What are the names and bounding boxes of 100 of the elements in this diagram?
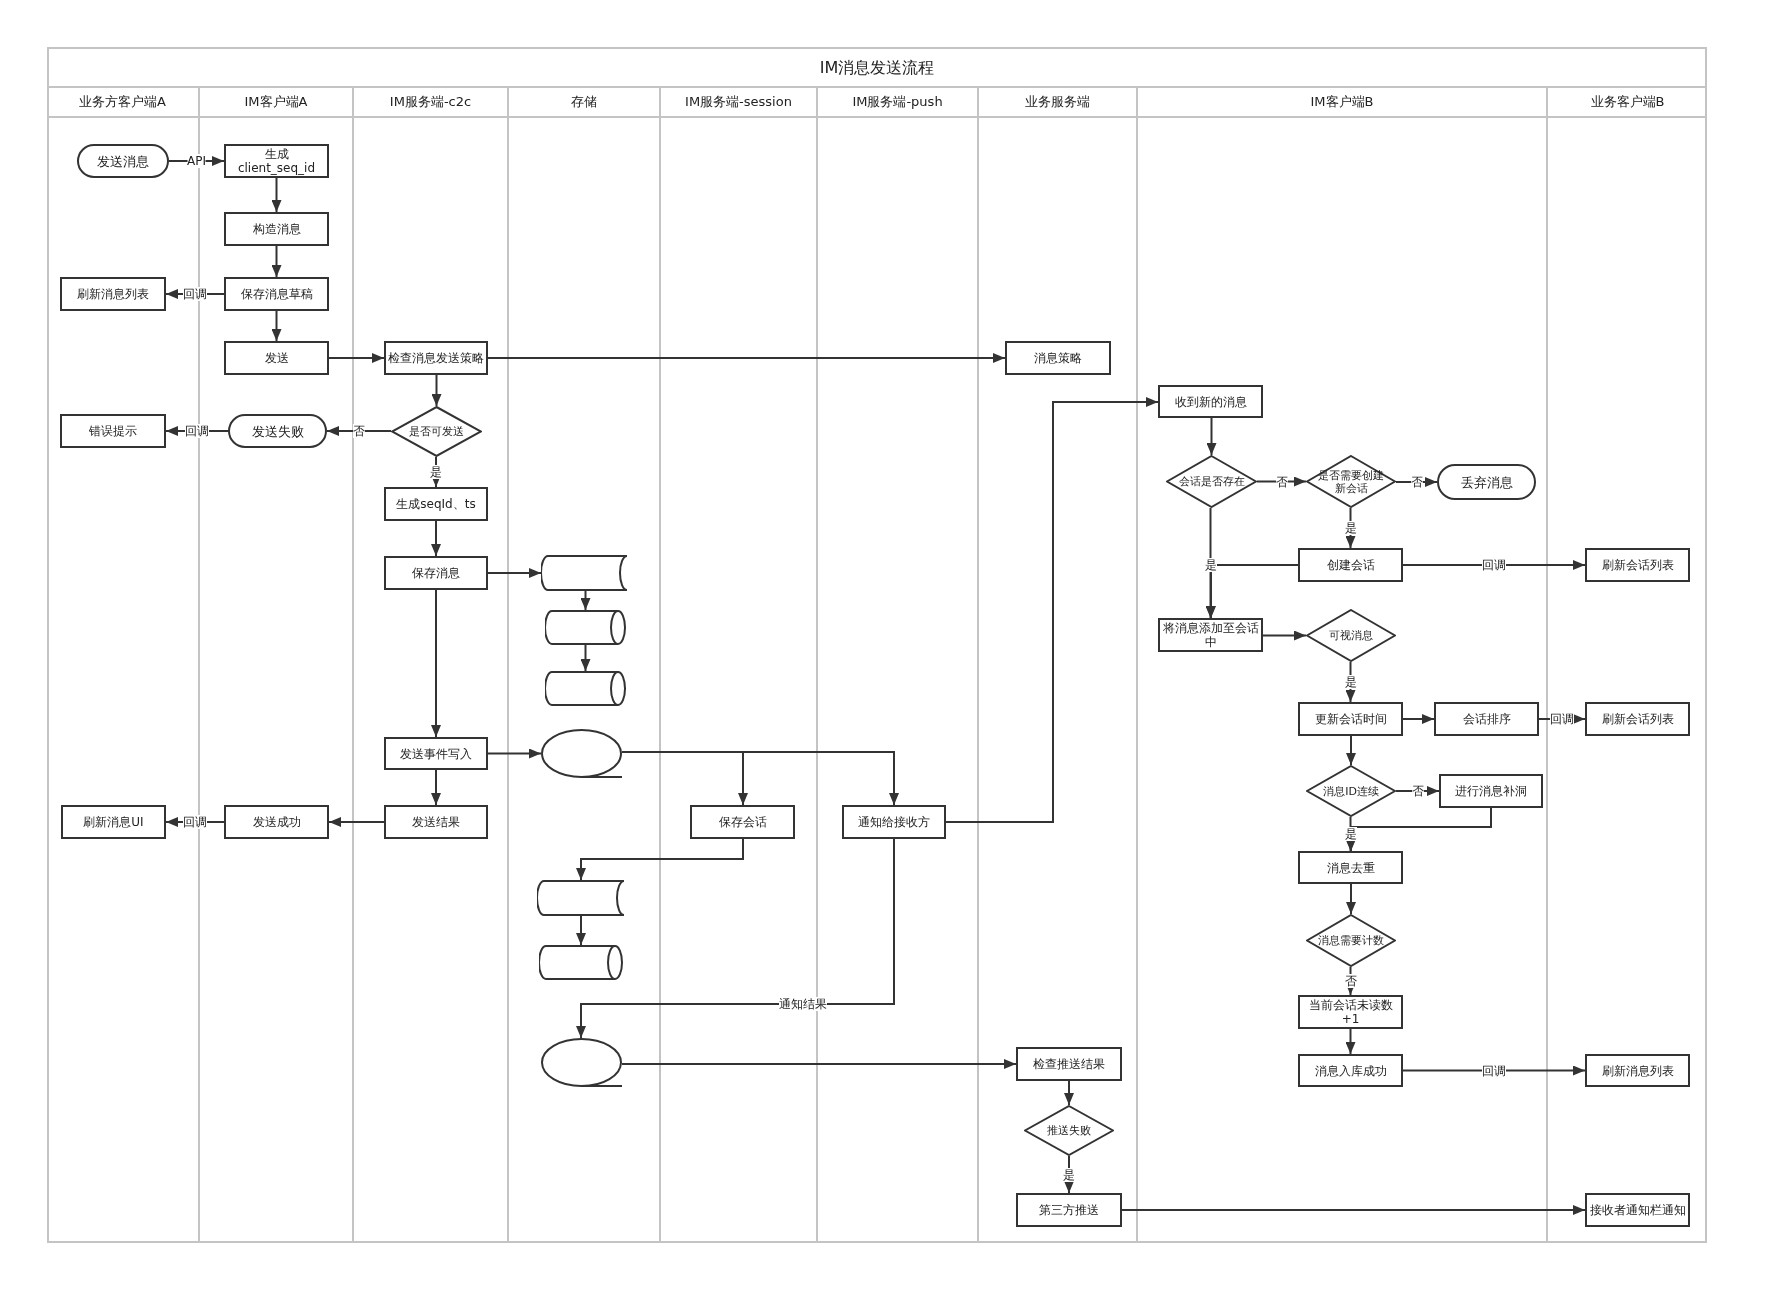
arrow <box>487 353 1006 363</box>
arrow <box>1345 1028 1356 1055</box>
arrow <box>576 915 586 946</box>
process-box: 刷新消息UI <box>61 805 166 839</box>
lane-header: IM服务端-session <box>685 93 792 112</box>
process-box: 接收者通知栏通知 <box>1585 1193 1690 1227</box>
process-box: 生成 client_seq_id <box>224 144 329 178</box>
arrow <box>576 838 744 881</box>
edge-label: 回调 <box>1550 712 1574 726</box>
edge-label: 否 <box>353 424 365 438</box>
process-box: 收到新的消息 <box>1158 385 1263 418</box>
edge-label: 否 <box>1411 784 1424 798</box>
arrow <box>576 838 895 1039</box>
process-box: 生成seqId、ts <box>384 487 488 521</box>
arrow <box>621 751 899 806</box>
arrow <box>1121 1205 1586 1215</box>
process-box: 消息入库成功 <box>1298 1054 1403 1087</box>
process-box: 检查推送结果 <box>1016 1047 1122 1081</box>
arrow <box>580 590 591 611</box>
process-box: 第三方推送 <box>1016 1193 1122 1227</box>
terminal-box: 发送消息 <box>77 144 169 178</box>
decision-label: 消息需要计数 <box>1317 934 1385 947</box>
arrow <box>1346 735 1356 766</box>
arrow <box>271 177 282 213</box>
edge-label: 回调 <box>183 287 207 301</box>
edge-label: 是 <box>430 465 442 479</box>
process-box: 创建会话 <box>1298 548 1403 582</box>
terminal-box: 丢弃消息 <box>1437 464 1536 500</box>
process-box: 错误提示 <box>60 414 166 448</box>
decision-label: 是否可发送 <box>408 425 465 438</box>
edge-label: 回调 <box>185 424 209 438</box>
process-box: 刷新消息列表 <box>60 277 166 311</box>
diagram-title: IM消息发送流程 <box>819 56 935 79</box>
process-box: 刷新会话列表 <box>1585 548 1690 582</box>
arrow <box>271 310 282 342</box>
decision-label: 是否需要创建新会话 <box>1317 468 1385 495</box>
arrow <box>1402 714 1435 724</box>
process-box: 保存会话 <box>690 805 795 839</box>
process-box: 发送结果 <box>384 805 488 839</box>
arrow <box>1402 1065 1586 1076</box>
edge-label: 否 <box>1344 974 1357 988</box>
arrow <box>580 644 591 672</box>
edge-label: 回调 <box>1482 1063 1506 1078</box>
lane-header: 业务客户端B <box>1590 93 1665 112</box>
edge-label: 否 <box>1275 474 1288 489</box>
arrow <box>1206 417 1217 456</box>
process-box: 发送 <box>224 341 329 375</box>
edge-label: 是 <box>1063 1167 1075 1182</box>
arrow <box>1346 883 1356 915</box>
decision-label: 会话是否存在 <box>1177 475 1246 488</box>
process-box: 将消息添加至会话中 <box>1158 618 1263 652</box>
process-box: 进行消息补洞 <box>1439 774 1543 808</box>
arrow <box>328 353 385 363</box>
arrow <box>945 397 1159 823</box>
process-box: 刷新会话列表 <box>1585 702 1690 736</box>
diagram-frame <box>47 47 1707 1243</box>
process-box: 消息去重 <box>1298 851 1403 884</box>
arrow <box>431 769 441 806</box>
arrow <box>1262 630 1307 641</box>
arrow <box>1064 1080 1074 1106</box>
process-box: 发送事件写入 <box>384 737 488 770</box>
process-box: 更新会话时间 <box>1298 702 1403 736</box>
process-box: 检查消息发送策略 <box>384 341 488 375</box>
arrow <box>431 520 441 557</box>
arrow <box>1206 564 1299 619</box>
edge-label: 回调 <box>1482 558 1506 572</box>
process-box: 通知给接收方 <box>842 805 946 839</box>
lane-header: IM服务端-push <box>852 93 943 112</box>
arrow <box>487 568 542 578</box>
arrow <box>328 817 385 827</box>
arrow <box>326 426 392 436</box>
edge-label: 否 <box>1410 475 1423 489</box>
edge-label: 是 <box>1205 558 1217 572</box>
process-box: 当前会话未读数+1 <box>1298 995 1403 1029</box>
lane-header: IM客户端B <box>1310 93 1374 112</box>
arrow <box>431 374 442 407</box>
arrow <box>1256 476 1307 487</box>
decision-label: 消息ID连续 <box>1322 784 1380 798</box>
lane-header: 存储 <box>571 93 597 112</box>
process-box: 保存消息 <box>384 556 488 590</box>
decision-label: 可视消息 <box>1328 629 1374 642</box>
process-box: 会话排序 <box>1434 702 1539 736</box>
lane-header: IM服务端-c2c <box>389 93 472 112</box>
arrow <box>431 589 441 738</box>
process-box: 刷新消息列表 <box>1585 1054 1690 1087</box>
process-box: 发送成功 <box>224 805 329 839</box>
edge-label: 是 <box>1344 675 1357 689</box>
arrow <box>1346 807 1492 852</box>
arrow <box>271 245 282 278</box>
process-box: 构造消息 <box>224 212 329 246</box>
edge-label: API <box>187 154 206 168</box>
arrow <box>487 748 542 759</box>
edge-label: 通知结果 <box>779 997 827 1011</box>
lane-header: 业务方客户端A <box>79 93 166 112</box>
terminal-box: 发送失败 <box>228 414 327 448</box>
process-box: 保存消息草稿 <box>224 277 329 311</box>
arrow <box>621 1059 1017 1069</box>
process-box: 消息策略 <box>1005 341 1111 375</box>
arrow <box>168 156 225 166</box>
decision-label: 推送失败 <box>1046 1124 1092 1137</box>
